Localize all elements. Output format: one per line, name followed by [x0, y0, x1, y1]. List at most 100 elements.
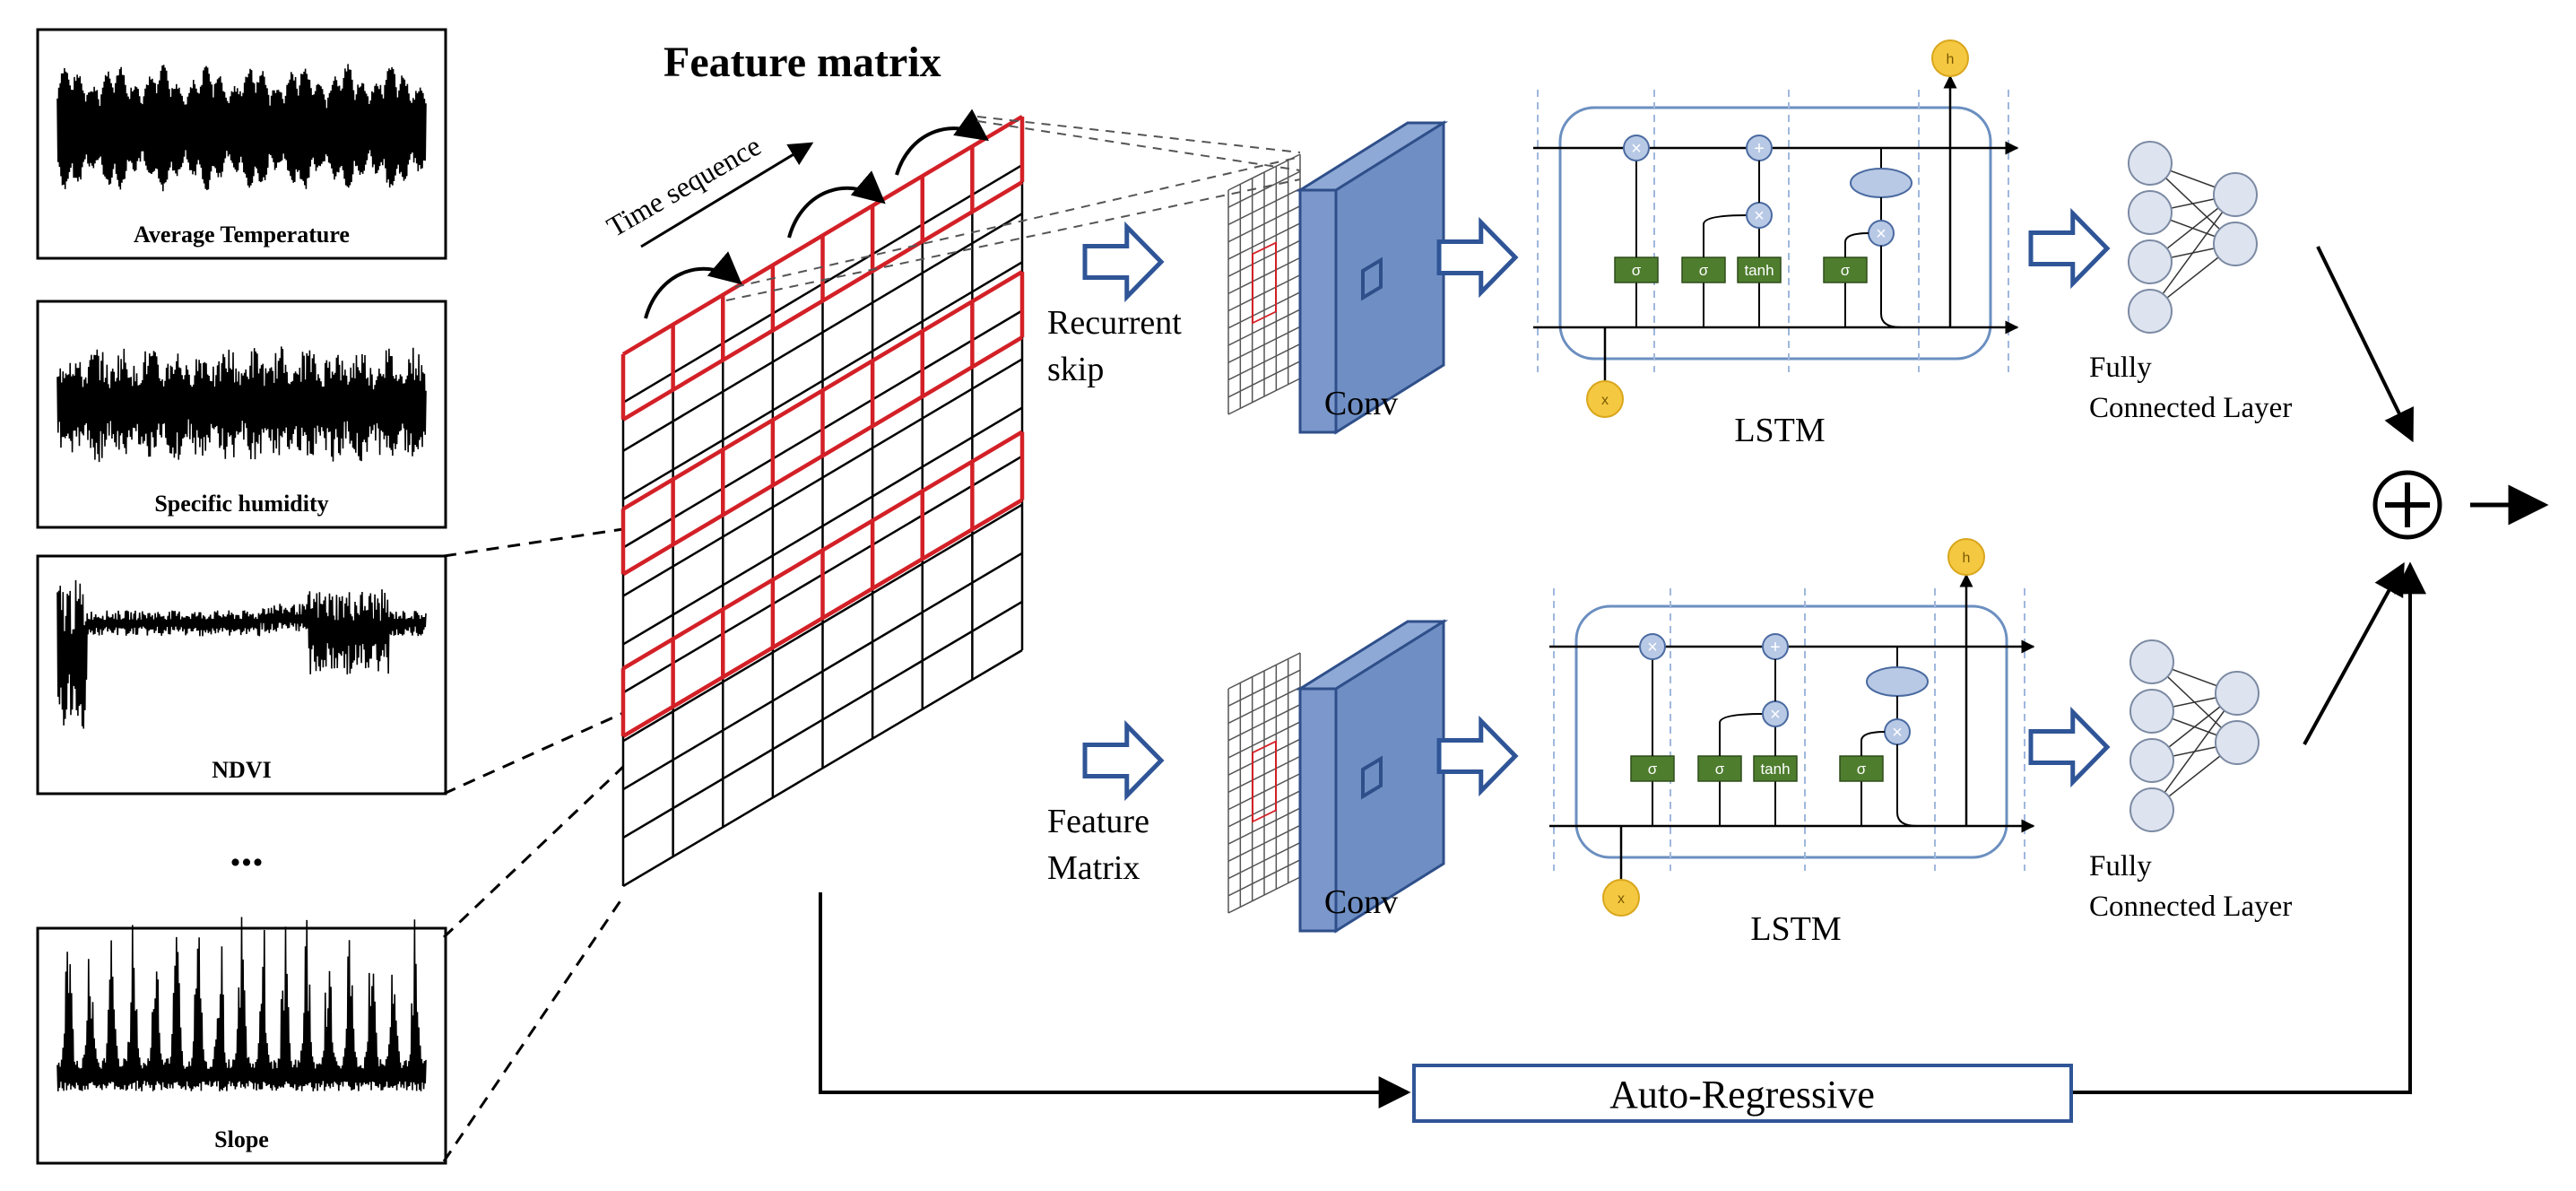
forget-gate: σ: [1614, 256, 1659, 327]
series-panel-1: Specific humidity: [36, 300, 447, 529]
svg-text:σ: σ: [1841, 262, 1851, 279]
lstm-to-fc-arrow: [2028, 706, 2111, 788]
time-step-arrows: [644, 109, 989, 319]
svg-text:×: ×: [1631, 139, 1642, 159]
ellipsis: ...: [230, 825, 264, 875]
highlight-band-1: [620, 270, 1025, 577]
forget-multiply-node: ×: [1623, 135, 1650, 161]
input-arrow: [1082, 719, 1165, 802]
output-multiply-node: ×: [1884, 718, 1911, 745]
auto-regressive-box: [1412, 1064, 2073, 1123]
series-trace: [56, 64, 427, 192]
svg-text:σ: σ: [1632, 262, 1642, 279]
svg-text:tanh: tanh: [1760, 761, 1790, 778]
input-multiply-node: ×: [1746, 202, 1773, 229]
fully-connected-net: [2129, 639, 2259, 832]
fc-label: Fully: [2089, 352, 2152, 384]
feature-matrix-grid: [620, 115, 1025, 888]
cell-add-node: +: [1762, 633, 1789, 660]
output-multiply-node: ×: [1868, 220, 1895, 247]
projection-lines: [725, 116, 1301, 301]
tanh-node: [1866, 666, 1929, 697]
series-panel-0: Average Temperature: [36, 28, 447, 260]
auto-regressive-label: Auto-Regressive: [1609, 1073, 1875, 1117]
svg-text:×: ×: [1647, 638, 1658, 657]
svg-text:h: h: [1947, 52, 1955, 67]
input-multiply-node: ×: [1762, 700, 1789, 727]
sum-node: [2372, 470, 2442, 540]
neuron: [2213, 172, 2258, 217]
svg-text:σ: σ: [1857, 761, 1867, 778]
svg-text:+: +: [1770, 638, 1781, 657]
highlight-band-2: [620, 430, 1025, 738]
series-trace: [56, 346, 427, 463]
svg-text:σ: σ: [1699, 262, 1709, 279]
neuron: [2129, 639, 2174, 684]
series-caption: Slope: [214, 1126, 269, 1152]
lstm-cell: x h σ σ tanh σ × + × ×: [1533, 39, 2019, 418]
neuron: [2128, 239, 2173, 284]
svg-text:×: ×: [1892, 723, 1903, 743]
page-title: Feature matrix: [664, 39, 941, 86]
fc-label: Connected Layer: [2089, 891, 2292, 923]
branch-input-label: Matrix: [1047, 849, 1140, 887]
neuron: [2129, 738, 2174, 783]
highlight-band-0: [620, 115, 1025, 422]
cell-add-node: +: [1746, 135, 1773, 161]
forget-gate: σ: [1630, 755, 1675, 826]
conv-to-lstm-arrow: [1436, 715, 1519, 797]
series-trace: [56, 917, 427, 1091]
neuron: [2129, 787, 2174, 832]
series-caption: Average Temperature: [134, 222, 350, 248]
fully-connected-net: [2128, 141, 2258, 334]
svg-text:σ: σ: [1715, 761, 1725, 778]
auto-regressive-path: [819, 561, 2426, 1108]
svg-text:x: x: [1618, 891, 1625, 907]
lstm-label: LSTM: [1750, 910, 1841, 948]
conv-block: [1295, 619, 1449, 934]
fc-label: Fully: [2089, 850, 2152, 882]
conv-input-grid: [1227, 652, 1301, 914]
input-node: x: [1586, 380, 1624, 418]
time-sequence-arrow: [640, 142, 814, 248]
neuron: [2128, 190, 2173, 235]
svg-text:+: +: [1754, 139, 1765, 159]
series-panel-3: Slope: [36, 917, 447, 1165]
series-caption: NDVI: [212, 757, 271, 783]
neuron: [2128, 289, 2173, 334]
conv-to-lstm-arrow: [1436, 216, 1519, 299]
time-sequence-annotation: Time sequence: [602, 129, 814, 248]
neuron: [2213, 222, 2258, 266]
candidate-gate: tanh: [1753, 755, 1798, 826]
hidden-output-node: h: [1931, 39, 1969, 77]
svg-text:σ: σ: [1648, 761, 1658, 778]
conv-input-grid: [1227, 153, 1301, 415]
svg-text:×: ×: [1754, 206, 1765, 226]
series-caption: Specific humidity: [154, 491, 328, 517]
fc-to-sum-arrows: [2303, 246, 2414, 745]
svg-text:x: x: [1601, 393, 1609, 408]
lstm-cell: x h σ σ tanh σ × + × ×: [1549, 538, 2035, 917]
tanh-node: [1850, 168, 1912, 198]
output-gate: σ: [1839, 755, 1884, 826]
svg-text:h: h: [1963, 551, 1971, 566]
svg-text:×: ×: [1770, 705, 1781, 725]
neuron: [2128, 141, 2173, 186]
input-node: x: [1602, 879, 1640, 917]
svg-text:tanh: tanh: [1744, 262, 1774, 279]
conv-block: [1295, 120, 1449, 435]
lstm-label: LSTM: [1734, 412, 1825, 449]
fc-label: Connected Layer: [2089, 392, 2292, 424]
neuron: [2215, 720, 2259, 765]
series-panel-2: NDVI: [36, 554, 447, 795]
output-gate: σ: [1823, 256, 1868, 327]
input-gate: σ: [1697, 755, 1742, 826]
neuron: [2129, 689, 2174, 734]
neuron: [2215, 671, 2259, 716]
series-trace: [56, 579, 427, 729]
input-arrow: [1082, 221, 1165, 303]
